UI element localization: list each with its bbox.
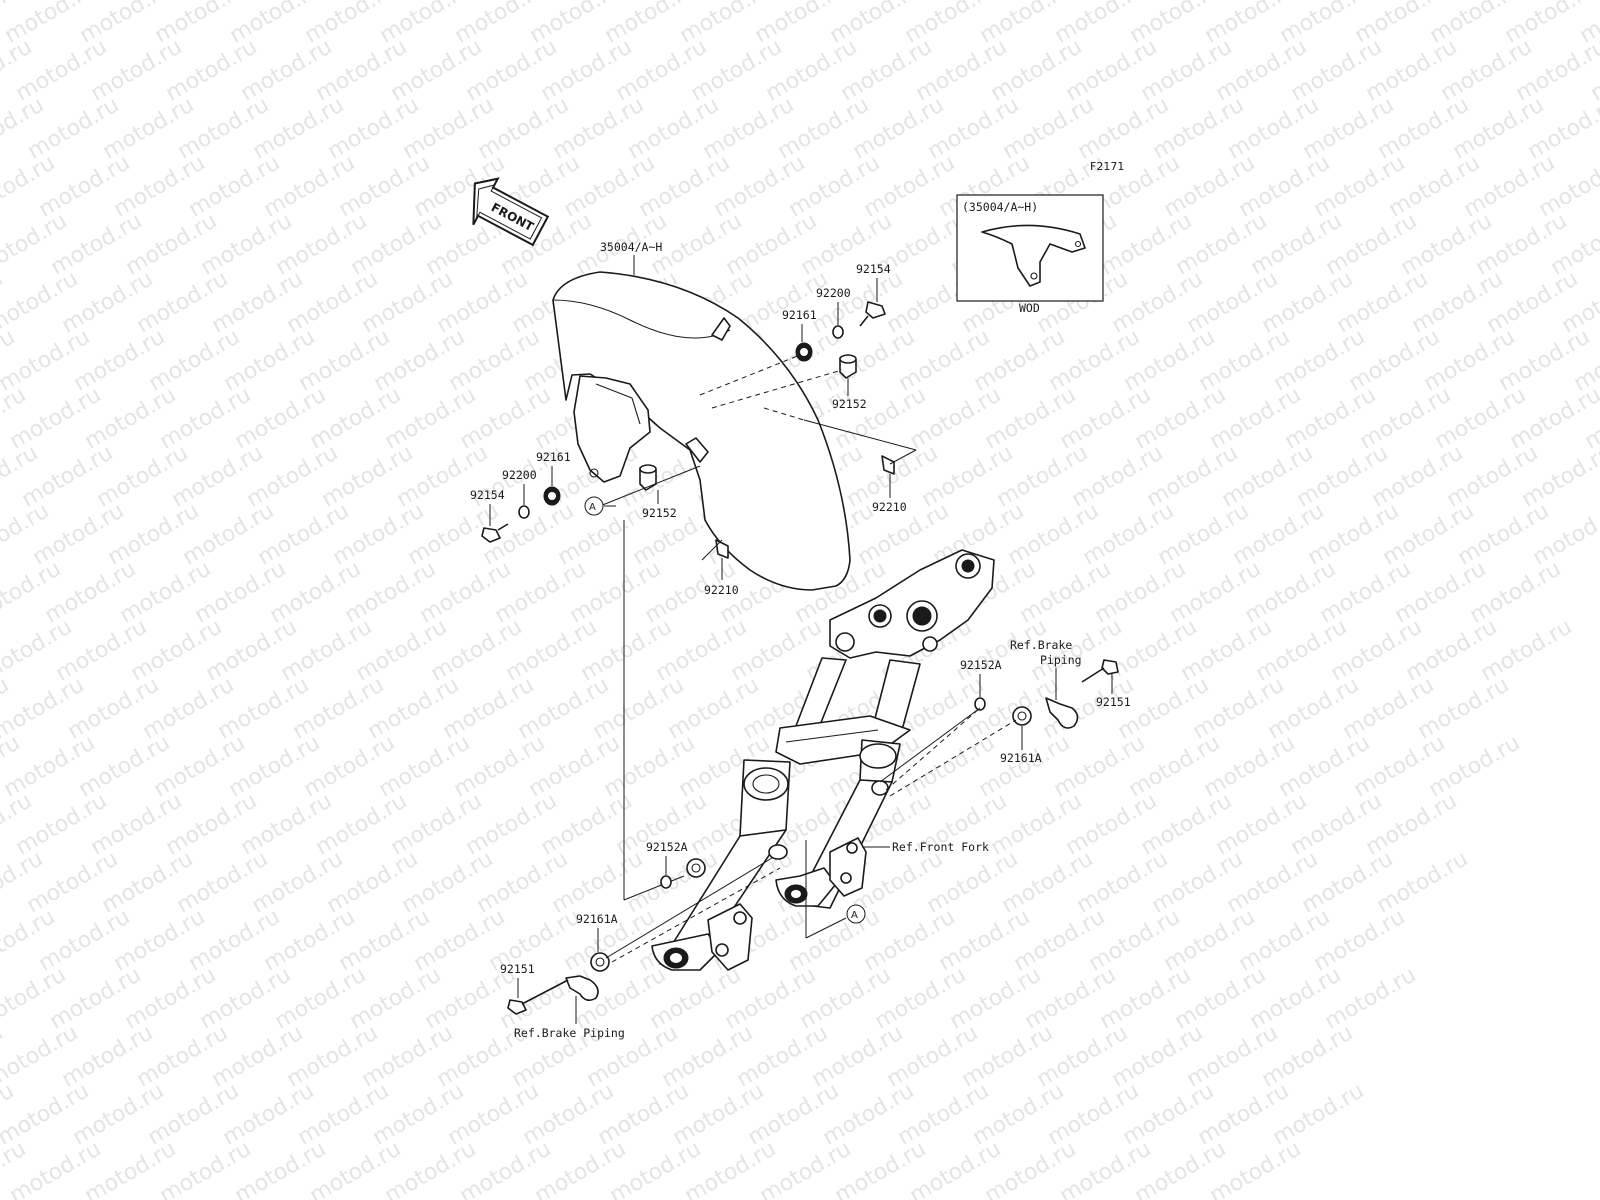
variant-inset: (35004/A~H) WOD: [956, 194, 1104, 315]
grommet-92161A-right: [1012, 706, 1032, 726]
inset-title: (35004/A~H): [962, 200, 1038, 214]
label-92161-left: 92161: [536, 450, 571, 464]
label-92200-right: 92200: [816, 286, 851, 300]
fender-inner-bracket: [573, 375, 651, 483]
figure-code: F2171: [1090, 160, 1124, 173]
label-92151-left: 92151: [500, 962, 535, 976]
front-direction-arrow: FRONT: [472, 177, 550, 247]
grommet-92161-left: [543, 486, 561, 506]
label-92161A-left: 92161A: [576, 912, 618, 926]
grommet-92161A-left: [590, 952, 610, 972]
label-92152A-left: 92152A: [646, 840, 688, 854]
caliper-mount-right: [829, 837, 867, 897]
note-ref-brake-piping-left: Ref.Brake Piping: [514, 1026, 625, 1040]
nut-92210-left: [715, 539, 729, 559]
grommet-92161-right: [795, 342, 813, 362]
label-92151-right: 92151: [1096, 695, 1131, 709]
ref-marker-a-top: A: [584, 496, 604, 516]
note-ref-front-fork: Ref.Front Fork: [892, 840, 989, 854]
collar-92152-right: [839, 354, 857, 379]
label-92154-left: 92154: [470, 488, 505, 502]
collar-92152A-left: [686, 858, 706, 878]
label-92200-left: 92200: [502, 468, 537, 482]
label-92154-right: 92154: [856, 262, 891, 276]
collar-92152A-right: [974, 697, 986, 711]
svg-text:A: A: [851, 910, 858, 921]
front-fork-assembly: [651, 549, 995, 971]
label-92210-left: 92210: [704, 583, 739, 597]
brake-hose-clamp-left: [565, 975, 599, 1002]
svg-text:A: A: [589, 502, 596, 513]
label-92210-right: 92210: [872, 500, 907, 514]
washer-92200-left: [518, 505, 530, 519]
label-92161A-right: 92161A: [1000, 751, 1042, 765]
note-ref-brake-piping-right-2: Piping: [1040, 653, 1082, 667]
brake-hose-clamp-right: [1045, 697, 1079, 729]
bolt-92151-right: [1081, 659, 1119, 683]
label-92152-right: 92152: [832, 397, 867, 411]
bolt-92154-right: [859, 301, 886, 327]
inset-caption: WOD: [1019, 301, 1040, 315]
inset-fender-shape: [981, 224, 1086, 287]
label-92152A-right: 92152A: [960, 658, 1002, 672]
nut-92210-right: [881, 455, 895, 475]
washer-92200-right: [832, 325, 844, 339]
label-92161-right: 92161: [782, 308, 817, 322]
ref-marker-a-bottom: A: [846, 904, 866, 924]
note-ref-brake-piping-right-1: Ref.Brake: [1010, 638, 1072, 652]
collar-92152-left: [639, 464, 657, 491]
bolt-92151-left: [507, 979, 569, 1015]
label-92152-left: 92152: [642, 506, 677, 520]
label-35004: 35004/A~H: [600, 240, 662, 254]
bolt-92154-left: [481, 523, 509, 543]
